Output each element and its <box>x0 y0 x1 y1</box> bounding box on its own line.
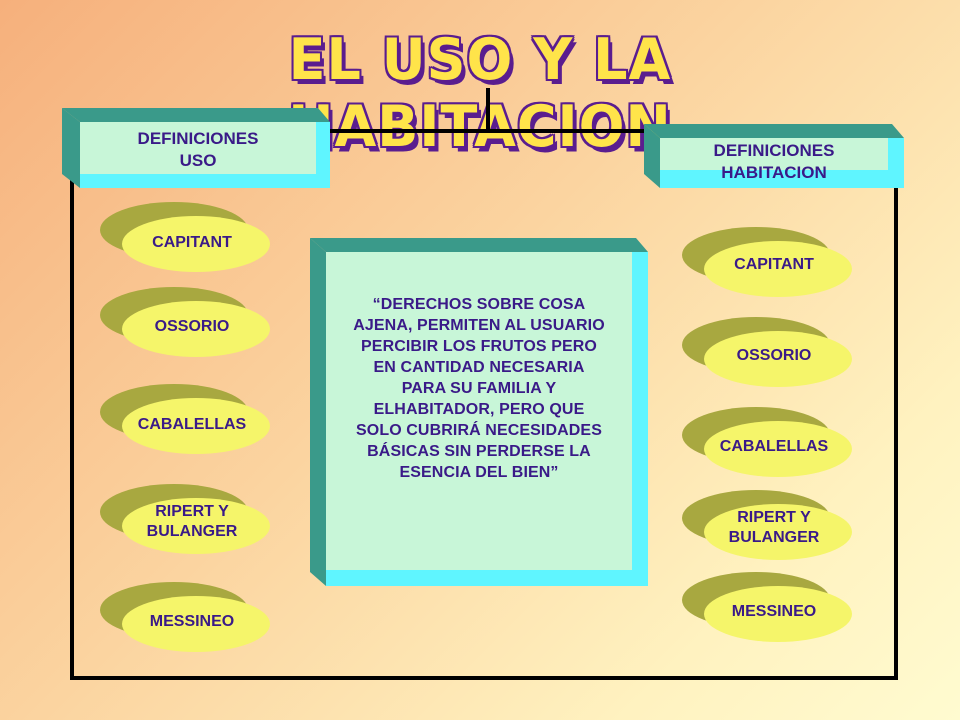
top-connector-line <box>326 129 648 133</box>
left-author-label: RIPERT Y BULANGER <box>146 503 238 540</box>
left-frame-line <box>70 180 74 680</box>
left-header-bevel <box>62 108 330 188</box>
left-pill-shape <box>100 484 270 554</box>
right-header-bevel <box>644 124 904 188</box>
right-author-label: OSSORIO <box>736 347 812 364</box>
right-author-pill: CAPITANT <box>682 225 852 299</box>
right-author-label: CABALELLAS <box>719 438 829 455</box>
diagram-title: EL USO Y LA HABITACION <box>288 26 672 160</box>
left-pill-shape <box>100 287 270 357</box>
left-author-label: OSSORIO <box>154 318 230 335</box>
center-definition-text: “DERECHOS SOBRE COSA AJENA, PERMITEN AL … <box>353 296 605 481</box>
left-author-pill: CABALELLAS <box>100 382 270 456</box>
left-pill-shape <box>100 582 270 652</box>
right-pill-shape <box>682 317 852 387</box>
bottom-frame-line <box>70 676 898 680</box>
left-author-label: CAPITANT <box>152 234 232 251</box>
left-header-line2: USO <box>179 151 217 170</box>
right-pill-shape <box>682 407 852 477</box>
right-author-pill: CABALELLAS <box>682 405 852 479</box>
title-stem-line <box>486 88 490 132</box>
right-author-pill: MESSINEO <box>682 570 852 644</box>
center-box-bevel <box>310 238 648 586</box>
left-header-line1: DEFINICIONES <box>137 129 259 148</box>
left-author-pill: OSSORIO <box>100 285 270 359</box>
right-author-pill: RIPERT Y BULANGER <box>682 488 852 562</box>
right-frame-line <box>894 186 898 680</box>
right-author-label: RIPERT Y BULANGER <box>728 509 820 546</box>
right-header-line1: DEFINICIONES <box>713 141 835 160</box>
right-header-box: DEFINICIONES HABITACION <box>644 124 904 188</box>
left-pill-shape <box>100 202 270 272</box>
left-author-pill: CAPITANT <box>100 200 270 274</box>
left-author-label: CABALELLAS <box>137 416 247 433</box>
left-author-label: MESSINEO <box>149 613 235 630</box>
right-header-line2: HABITACION <box>721 163 827 182</box>
right-author-pill: OSSORIO <box>682 315 852 389</box>
right-pill-shape <box>682 572 852 642</box>
right-pill-shape <box>682 227 852 297</box>
left-pill-shape <box>100 384 270 454</box>
left-header-box: DEFINICIONES USO <box>62 108 330 188</box>
left-author-pill: MESSINEO <box>100 580 270 654</box>
center-definition-box: “DERECHOS SOBRE COSA AJENA, PERMITEN AL … <box>310 238 648 586</box>
right-author-label: CAPITANT <box>734 256 814 273</box>
right-pill-shape <box>682 490 852 560</box>
right-author-label: MESSINEO <box>731 603 817 620</box>
left-author-pill: RIPERT Y BULANGER <box>100 482 270 556</box>
